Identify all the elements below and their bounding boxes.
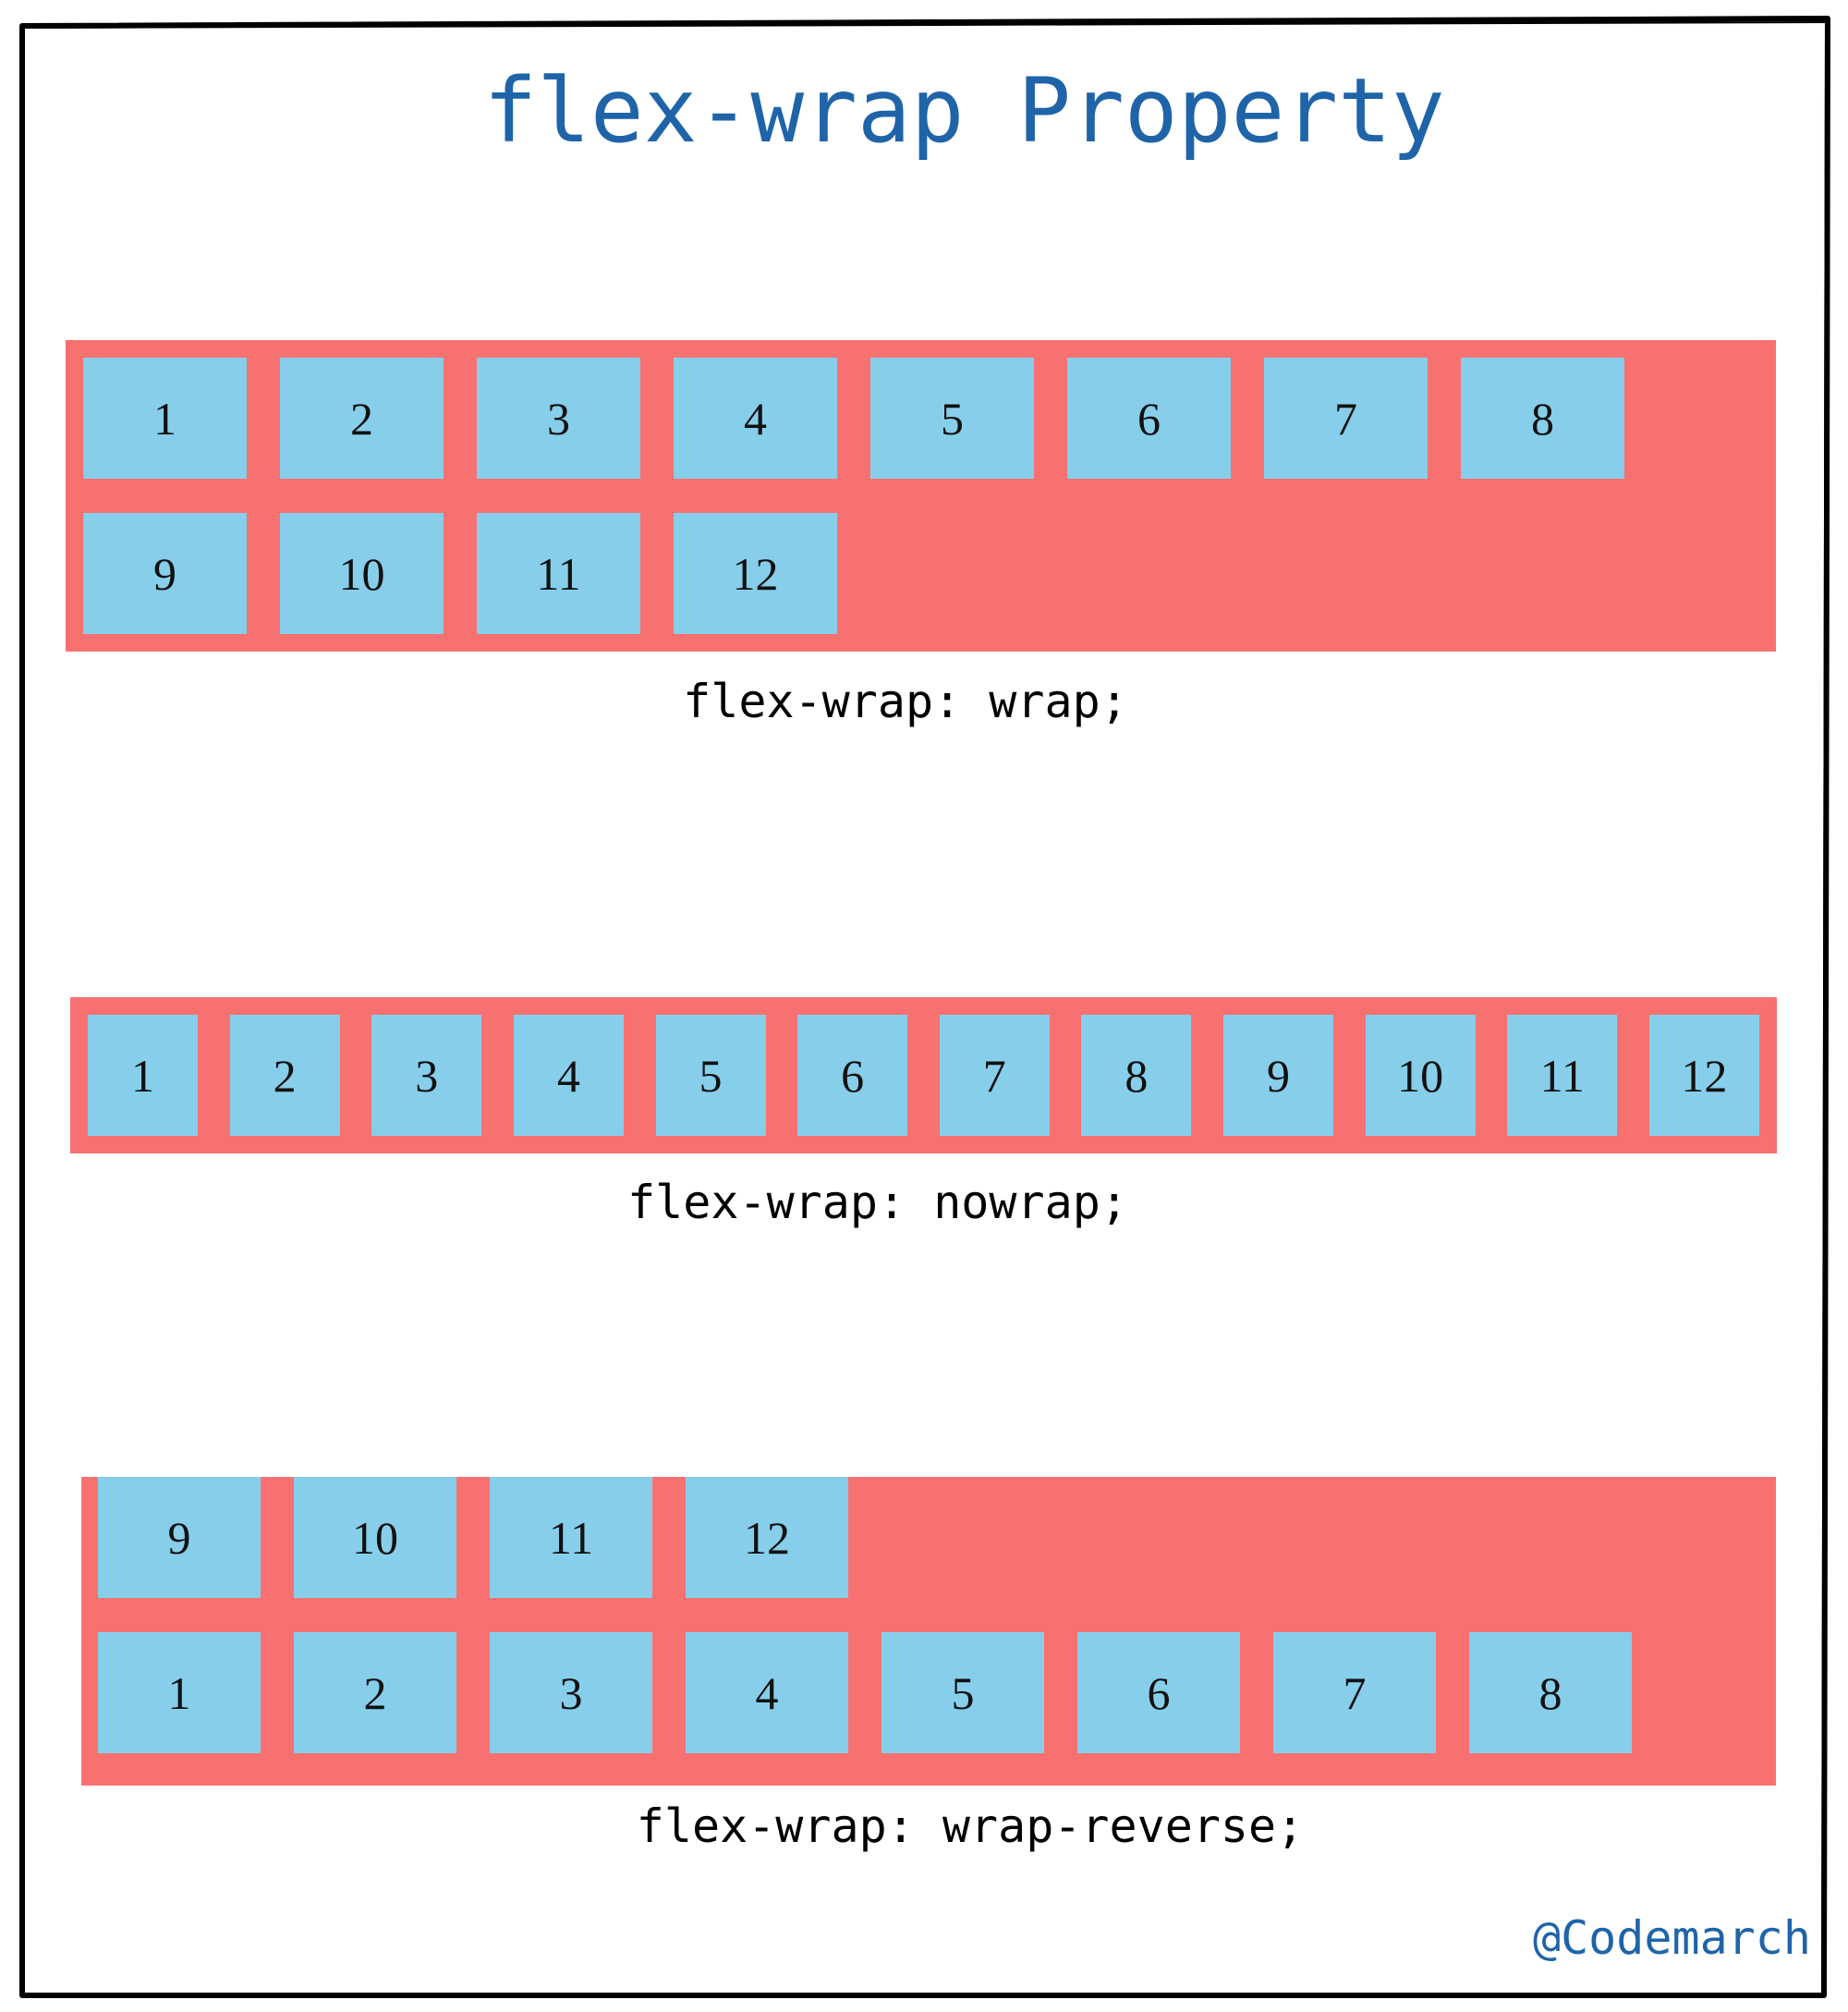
flex-item-1: 1	[83, 358, 247, 479]
flex-item-10: 10	[1365, 1015, 1476, 1136]
page-title: flex-wrap Property	[483, 59, 1445, 163]
flex-item-11: 11	[477, 513, 640, 634]
flex-item-9: 9	[98, 1477, 261, 1598]
flex-item-12: 12	[1648, 1015, 1759, 1136]
flex-item-10: 10	[294, 1477, 456, 1598]
flex-item-12: 12	[674, 513, 837, 634]
flex-item-6: 6	[1077, 1632, 1240, 1753]
flex-item-3: 3	[477, 358, 640, 479]
flex-item-6: 6	[797, 1015, 908, 1136]
flex-item-4: 4	[513, 1015, 624, 1136]
flex-item-4: 4	[686, 1632, 848, 1753]
flex-item-2: 2	[280, 358, 444, 479]
flex-item-9: 9	[83, 513, 247, 634]
flex-item-8: 8	[1081, 1015, 1192, 1136]
flex-item-7: 7	[1273, 1632, 1436, 1753]
flex-item-3: 3	[371, 1015, 482, 1136]
caption-wrap: flex-wrap: wrap;	[683, 675, 1128, 728]
flex-item-8: 8	[1461, 358, 1624, 479]
flex-item-3: 3	[490, 1632, 652, 1753]
flex-item-1: 1	[98, 1632, 261, 1753]
flex-item-9: 9	[1223, 1015, 1333, 1136]
flex-item-5: 5	[881, 1632, 1044, 1753]
flex-item-7: 7	[939, 1015, 1050, 1136]
caption-wrap-reverse: flex-wrap: wrap-reverse;	[636, 1799, 1305, 1853]
flex-item-2: 2	[294, 1632, 456, 1753]
flex-item-7: 7	[1264, 358, 1428, 479]
flex-item-6: 6	[1067, 358, 1231, 479]
flex-item-11: 11	[490, 1477, 652, 1598]
caption-nowrap: flex-wrap: nowrap;	[627, 1176, 1128, 1229]
flex-item-11: 11	[1507, 1015, 1618, 1136]
flex-item-5: 5	[655, 1015, 766, 1136]
flex-item-10: 10	[280, 513, 444, 634]
flex-item-2: 2	[229, 1015, 340, 1136]
author-signature: @Codemarch	[1532, 1911, 1811, 1965]
flex-item-12: 12	[686, 1477, 848, 1598]
flex-item-4: 4	[674, 358, 837, 479]
flex-item-8: 8	[1469, 1632, 1632, 1753]
flex-item-5: 5	[870, 358, 1034, 479]
flex-item-1: 1	[88, 1015, 198, 1136]
